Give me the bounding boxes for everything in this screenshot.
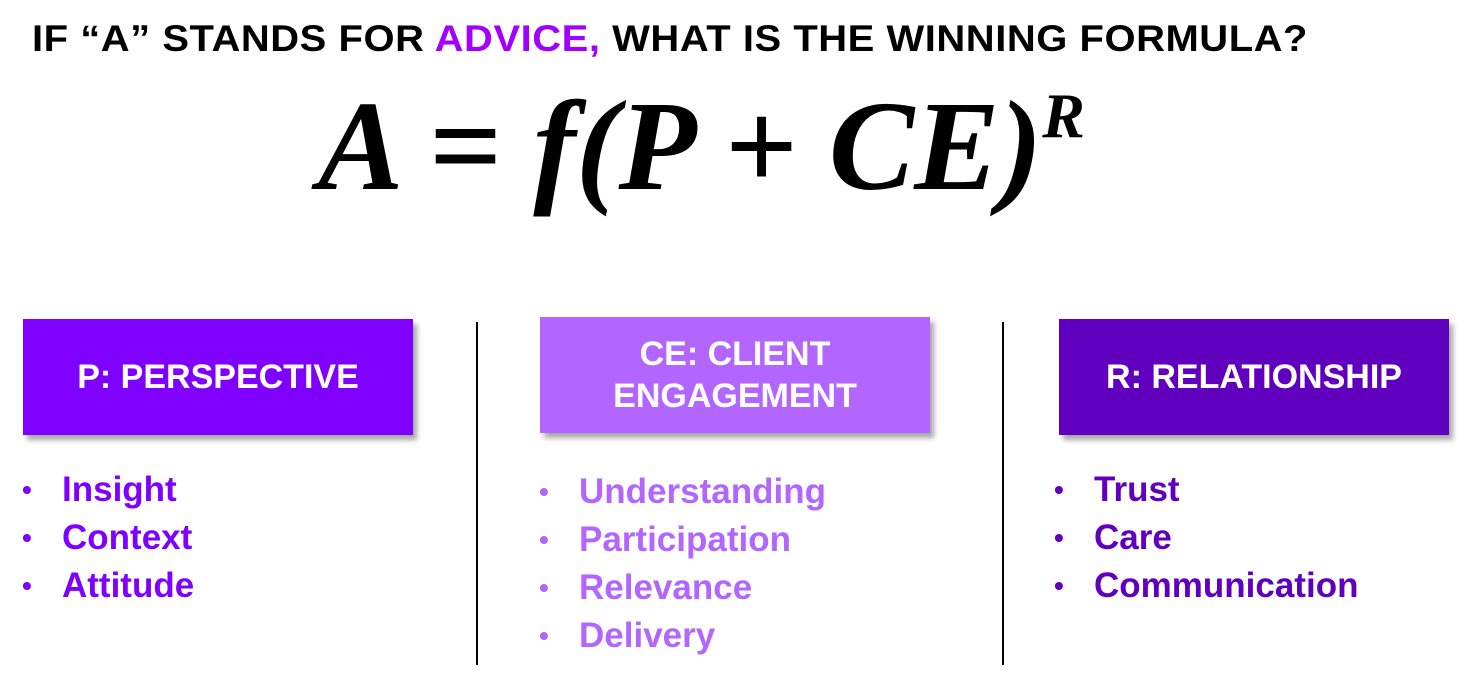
list-item: •Delivery (539, 616, 716, 655)
list-item: •Relevance (539, 568, 753, 607)
relationship-box: R: RELATIONSHIP (1059, 319, 1449, 435)
formula-main: A = f(P + CE) (318, 75, 1043, 217)
list-item: •Participation (539, 520, 791, 559)
formula-exponent: R (1042, 80, 1085, 152)
perspective-list: •Insight •Context •Attitude (22, 466, 194, 610)
list-item: •Context (22, 518, 193, 557)
engagement-heading: CE: CLIENT ENGAGEMENT (613, 335, 857, 415)
slide-title: IF “A” STANDS FOR ADVICE, WHAT IS THE WI… (32, 18, 1308, 60)
engagement-box: CE: CLIENT ENGAGEMENT (540, 317, 930, 433)
list-item: •Insight (22, 470, 177, 509)
engagement-list: •Understanding •Participation •Relevance… (539, 468, 826, 660)
perspective-box: P: PERSPECTIVE (23, 319, 413, 435)
list-item: •Trust (1054, 470, 1180, 509)
list-item: •Communication (1054, 566, 1359, 605)
list-item: •Understanding (539, 472, 826, 511)
title-suffix: WHAT IS THE WINNING FORMULA? (600, 18, 1308, 59)
title-highlight: ADVICE, (434, 18, 601, 59)
divider (1002, 322, 1004, 665)
title-prefix: IF “A” STANDS FOR (32, 18, 435, 59)
relationship-heading: R: RELATIONSHIP (1106, 358, 1402, 396)
list-item: •Care (1054, 518, 1172, 557)
relationship-list: •Trust •Care •Communication (1054, 466, 1358, 610)
formula: A = f(P + CE)R (318, 82, 1085, 210)
divider (476, 322, 478, 665)
list-item: •Attitude (22, 566, 195, 605)
perspective-heading: P: PERSPECTIVE (77, 358, 359, 396)
